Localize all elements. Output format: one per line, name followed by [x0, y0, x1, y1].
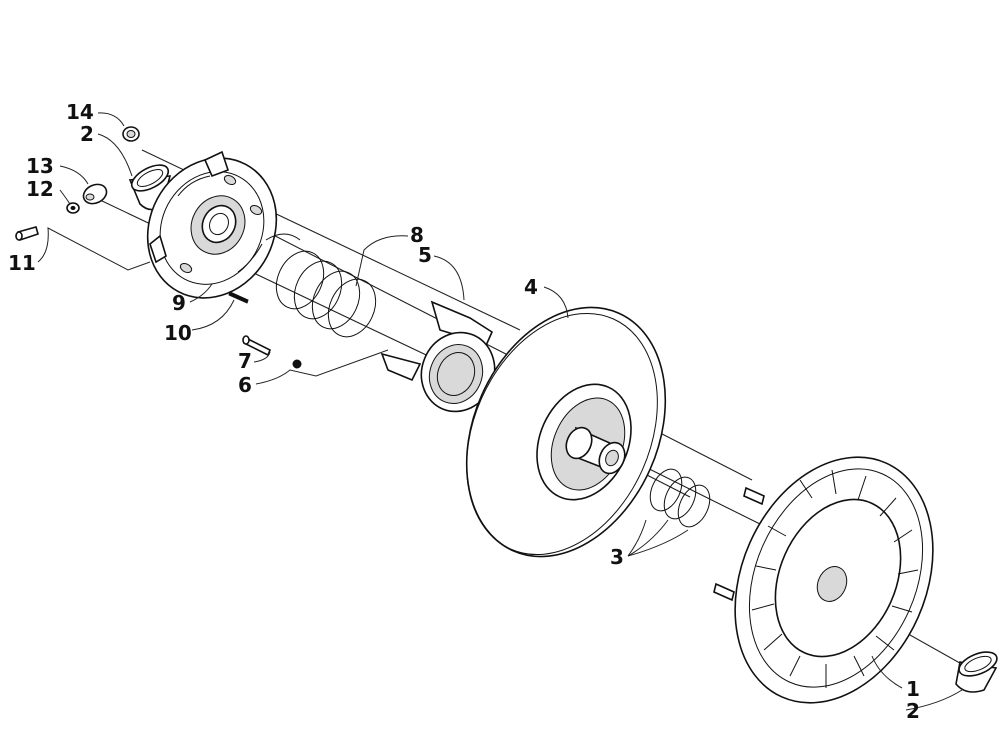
- callout-5: 5: [418, 243, 432, 267]
- part-8-spring: [265, 233, 377, 338]
- part-cam-spider-plate: [146, 150, 278, 299]
- callout-13: 13: [26, 154, 54, 178]
- callout-3: 3: [610, 545, 624, 569]
- callout-2-upper: 2: [80, 122, 94, 146]
- part-11-pin: [15, 226, 39, 242]
- callout-2-lower: 2: [906, 699, 920, 723]
- part-3-small-springs: [649, 468, 711, 528]
- part-2-bushing-lower: [955, 651, 998, 693]
- callout-11: 11: [8, 251, 36, 275]
- leader-lines: [37, 112, 963, 711]
- callout-labels: 14 2 13 12 11 9 10 8 5 7 6 4 3 1 2: [8, 100, 920, 723]
- part-13-roller: [82, 183, 108, 205]
- callout-8: 8: [410, 223, 424, 247]
- part-10-pin: [228, 291, 249, 304]
- part-6-ball: [292, 359, 302, 369]
- callout-12: 12: [26, 177, 54, 201]
- callout-4: 4: [524, 275, 538, 299]
- part-12-washer: [66, 202, 80, 214]
- callout-14: 14: [66, 100, 94, 124]
- callout-9: 9: [172, 291, 186, 315]
- part-7-bolt: [242, 335, 272, 357]
- part-1-fixed-sheave: [713, 456, 934, 704]
- part-14-nut: [122, 126, 140, 142]
- callout-10: 10: [164, 321, 192, 345]
- callout-6: 6: [238, 373, 252, 397]
- callout-7: 7: [238, 349, 252, 373]
- part-5-cam-cup: [380, 300, 496, 413]
- callout-1: 1: [906, 677, 920, 701]
- part-4-movable-sheave: [465, 306, 667, 558]
